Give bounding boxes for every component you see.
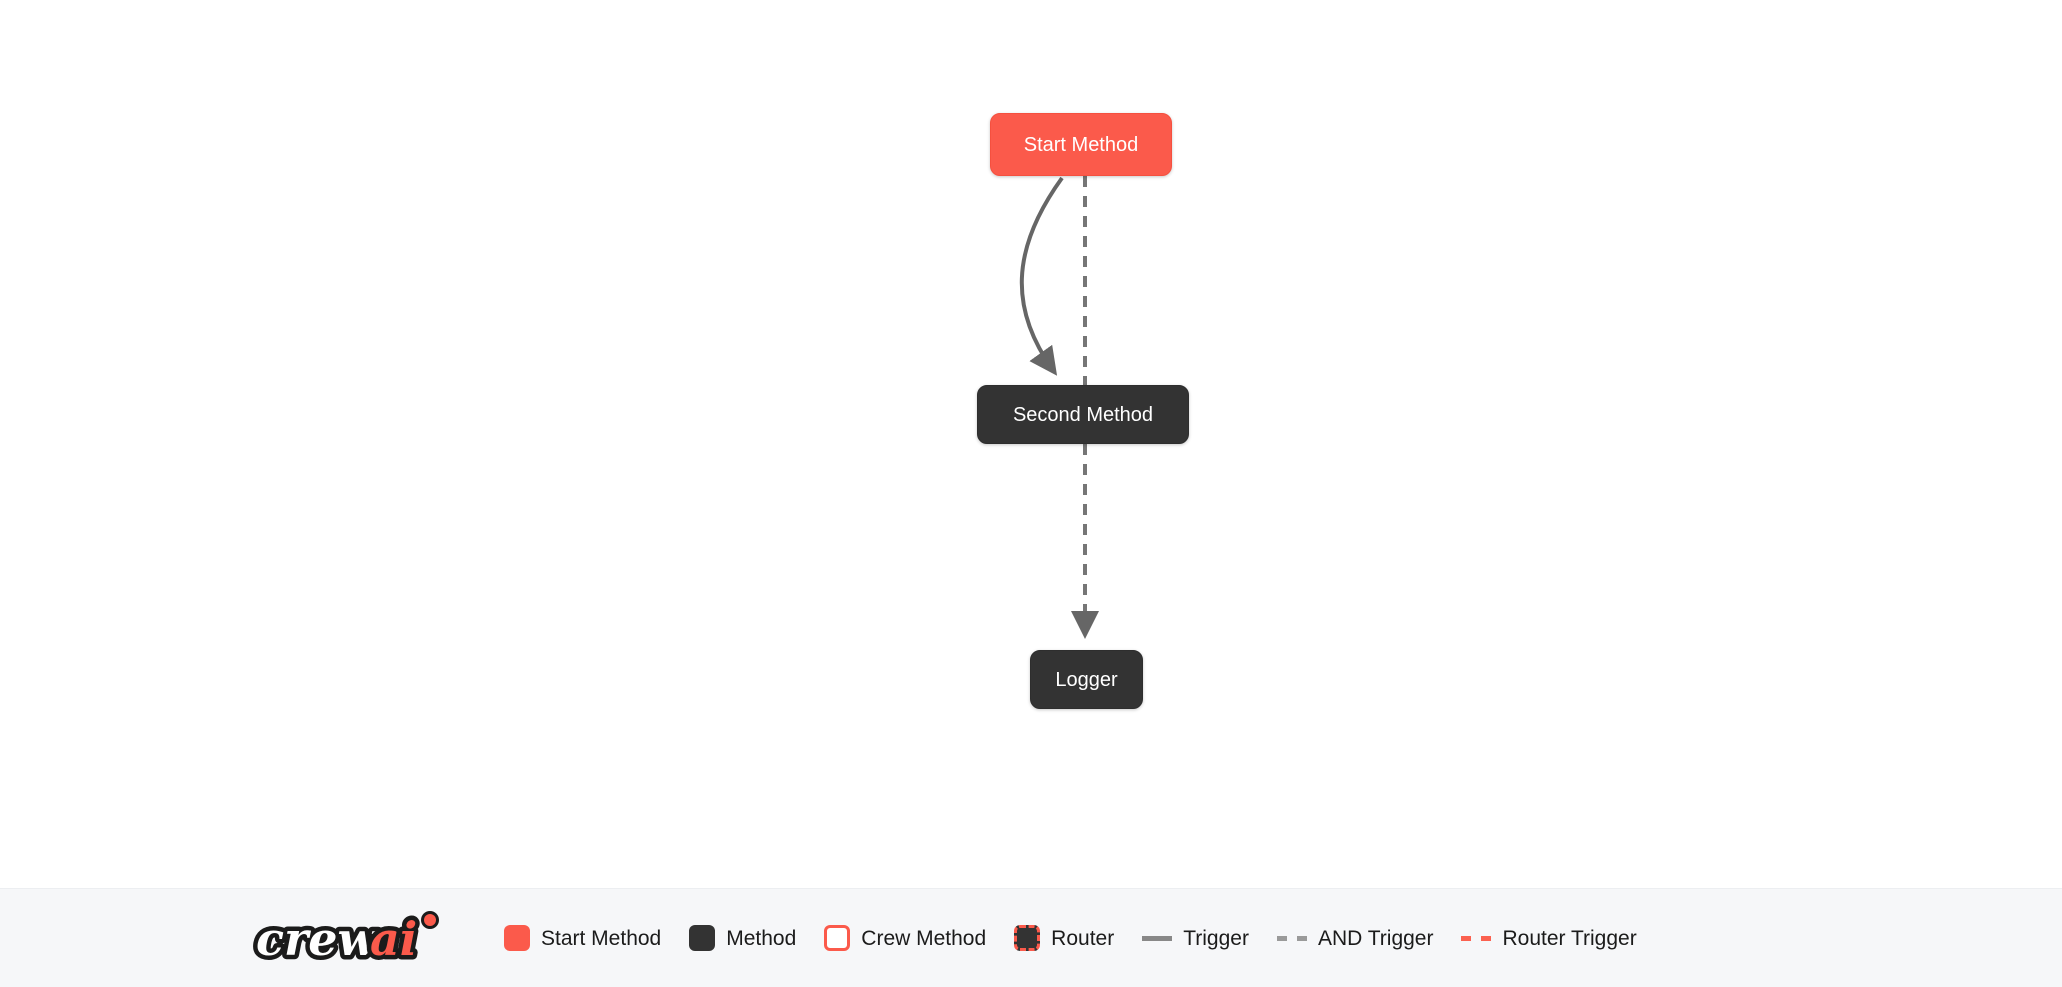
legend-label: AND Trigger (1317, 926, 1434, 950)
flow-node-label: Second Method (1012, 403, 1154, 426)
legend-label: Method (726, 926, 797, 950)
method-swatch-icon (689, 925, 716, 951)
flow-canvas[interactable]: Start Method Second Method Logger (0, 0, 2062, 888)
legend-item-and-trigger[interactable]: AND Trigger (1276, 918, 1434, 958)
crewai-logo: crew crew ai ai (252, 908, 439, 969)
start-method-swatch-icon (504, 925, 530, 951)
legend-bar: crew crew ai ai Start Method Method Crew… (0, 888, 2062, 987)
logo-text-crew: crew (256, 912, 379, 966)
legend-item-start-method[interactable]: Start Method (504, 918, 661, 958)
flow-edges (1019, 176, 1099, 639)
legend-label: Trigger (1183, 926, 1249, 950)
flow-node-logger[interactable]: Logger (1030, 650, 1143, 709)
crew-method-swatch-icon (824, 925, 851, 951)
logo-text-outline: crew (256, 912, 379, 966)
legend-label: Crew Method (861, 926, 987, 950)
router-swatch-icon (1014, 925, 1041, 951)
and-trigger-line-icon (1276, 935, 1307, 941)
router-trigger-line-icon (1461, 935, 1492, 941)
flow-node-label: Logger (1055, 668, 1118, 691)
legend-item-crew-method[interactable]: Crew Method (824, 918, 986, 958)
trigger-line-icon (1142, 935, 1173, 941)
flow-node-start-method[interactable]: Start Method (990, 113, 1172, 176)
logo-dot (424, 914, 436, 926)
legend-label: Start Method (541, 926, 662, 950)
logo-text-ai-outline: ai (370, 912, 417, 966)
logo-text-ai: ai (370, 912, 417, 966)
legend-item-router-trigger[interactable]: Router Trigger (1461, 918, 1637, 958)
flow-node-label: Start Method (1023, 133, 1139, 156)
flow-node-second-method[interactable]: Second Method (977, 385, 1189, 444)
edge-trigger (1019, 176, 1064, 376)
legend-label: Router (1051, 926, 1115, 950)
legend-item-router[interactable]: Router (1014, 918, 1114, 958)
legend-label: Router Trigger (1502, 926, 1637, 950)
legend-item-trigger[interactable]: Trigger (1142, 918, 1249, 958)
legend-items: Start Method Method Crew Method Router T… (504, 918, 1637, 958)
legend-item-method[interactable]: Method (689, 918, 796, 958)
